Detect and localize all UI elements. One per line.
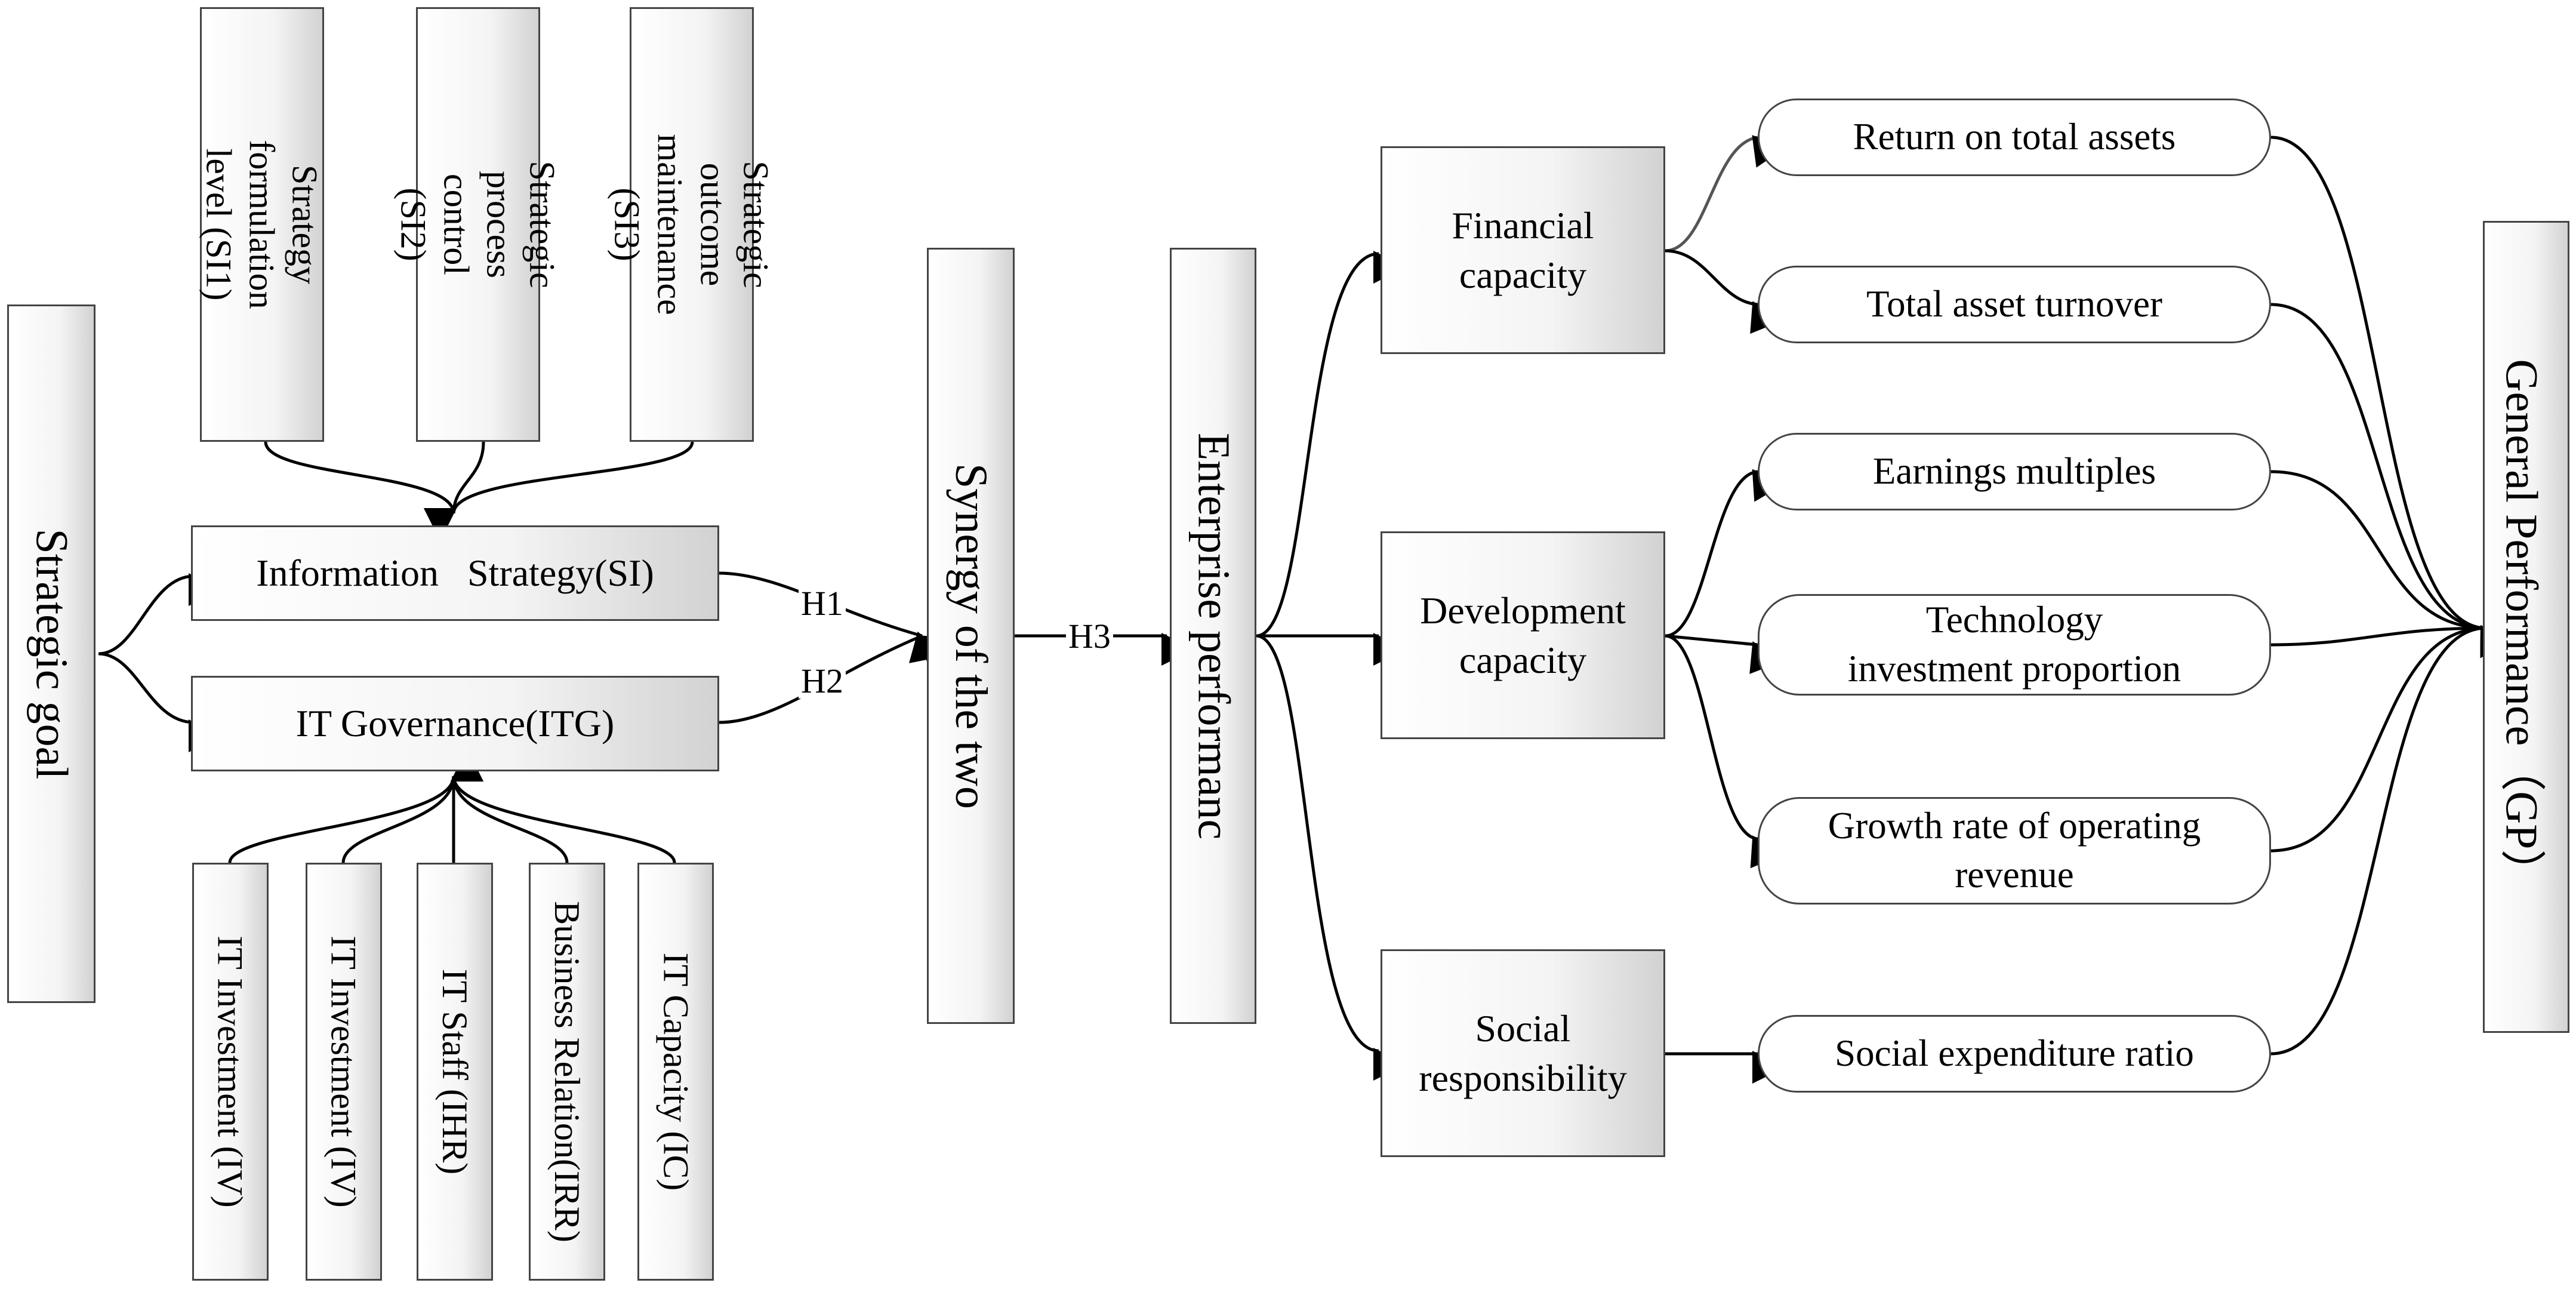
edge-earnings-to-gp — [2270, 470, 2513, 658]
edge-goal-to-itg — [98, 652, 221, 752]
edge-si3-to-si — [424, 441, 694, 541]
growth-rate-box: Growth rate of operating revenue — [1758, 797, 2271, 905]
edge-turnover-to-gp — [2270, 303, 2513, 658]
return-on-total-assets-label: Return on total assets — [1853, 116, 2176, 158]
strategic-goal-box: Strategic goal — [7, 304, 95, 1003]
h1-label: H1 — [799, 586, 846, 621]
it-investment-box-1: IT Investment (IV) — [192, 863, 269, 1281]
edge-goal-to-si — [98, 573, 222, 656]
synergy-label: Synergy of the two — [946, 463, 996, 809]
total-asset-turnover-label: Total asset turnover — [1866, 283, 2162, 325]
it-staff-box: IT Staff (IHR) — [417, 863, 493, 1281]
information-strategy-box: Information Strategy(SI) — [191, 525, 719, 621]
edge-iv1-to-itg — [228, 749, 483, 863]
si3-box: Strategic outcome maintenance (SI3) — [608, 7, 776, 442]
si2-label: Strategic process control (SI2) — [394, 161, 563, 288]
h3-label: H3 — [1066, 619, 1113, 654]
it-capacity-box: IT Capacity (IC) — [637, 863, 714, 1281]
it-governance-label: IT Governance(ITG) — [295, 702, 615, 745]
development-capacity-label: Development capacity — [1420, 589, 1626, 681]
earnings-multiples-label: Earnings multiples — [1872, 450, 2156, 493]
general-performance-box: General Performance（GP） — [2483, 221, 2569, 1033]
it-governance-box: IT Governance(ITG) — [191, 676, 719, 771]
social-expenditure-label: Social expenditure ratio — [1835, 1032, 2194, 1075]
edge-socialexp-to-gp — [2270, 625, 2514, 1056]
information-strategy-label: Information Strategy(SI) — [256, 552, 654, 595]
edge-roa-to-gp — [2270, 136, 2513, 658]
si1-box: Strategy formulation level (SI1) — [199, 7, 325, 442]
earnings-multiples-box: Earnings multiples — [1758, 433, 2271, 510]
financial-capacity-box: Financial capacity — [1381, 146, 1665, 354]
it-capacity-label: IT Capacity (IC) — [656, 952, 696, 1191]
social-responsibility-box: Social responsibility — [1381, 949, 1665, 1157]
general-performance-label: General Performance（GP） — [2496, 359, 2547, 895]
h2-label: H2 — [799, 664, 846, 699]
edge-tech-to-gp — [2270, 625, 2514, 659]
social-responsibility-label: Social responsibility — [1419, 1007, 1627, 1099]
edge-ic-to-itg — [451, 748, 676, 863]
enterprise-performance-box: Enterprise performanc — [1170, 248, 1256, 1024]
development-capacity-box: Development capacity — [1381, 531, 1665, 739]
total-asset-turnover-box: Total asset turnover — [1758, 266, 2271, 343]
social-expenditure-box: Social expenditure ratio — [1758, 1015, 2271, 1093]
edge-development-to-growth — [1665, 634, 1785, 869]
synergy-box: Synergy of the two — [927, 248, 1015, 1024]
edge-financial-to-roa — [1665, 135, 1787, 253]
strategic-goal-label: Strategic goal — [26, 528, 77, 779]
edge-enterprise-to-financial — [1256, 251, 1407, 638]
si3-label: Strategic outcome maintenance (SI3) — [608, 134, 777, 315]
edge-development-to-earnings — [1665, 469, 1786, 638]
return-on-total-assets-box: Return on total assets — [1758, 99, 2271, 176]
financial-capacity-label: Financial capacity — [1452, 204, 1594, 296]
it-staff-label: IT Staff (IHR) — [435, 968, 475, 1175]
it-investment-label-1: IT Investment (IV) — [211, 936, 251, 1208]
edge-development-to-tech — [1665, 634, 1784, 674]
technology-investment-box: Technology investment proportion — [1758, 594, 2271, 696]
edge-financial-to-turnover — [1665, 249, 1785, 334]
edge-growth-to-gp — [2270, 625, 2514, 853]
edge-irr-to-itg — [451, 748, 569, 863]
growth-rate-label: Growth rate of operating revenue — [1828, 805, 2201, 896]
si2-box: Strategic process control (SI2) — [394, 7, 562, 442]
si1-label: Strategy formulation level (SI1) — [199, 140, 325, 309]
edge-iv2-to-itg — [341, 749, 483, 863]
edge-enterprise-to-social — [1256, 634, 1406, 1081]
it-investment-label-2: IT Investment (IV) — [324, 936, 364, 1208]
edge-si1-to-si — [264, 441, 457, 542]
technology-investment-label: Technology investment proportion — [1847, 599, 2181, 690]
enterprise-performance-label: Enterprise performanc — [1188, 432, 1238, 839]
edge-si2-to-si — [424, 441, 485, 541]
business-relation-box: Business Relation(IRR) — [529, 863, 605, 1281]
it-investment-box-2: IT Investment (IV) — [306, 863, 382, 1281]
business-relation-label: Business Relation(IRR) — [547, 901, 587, 1242]
